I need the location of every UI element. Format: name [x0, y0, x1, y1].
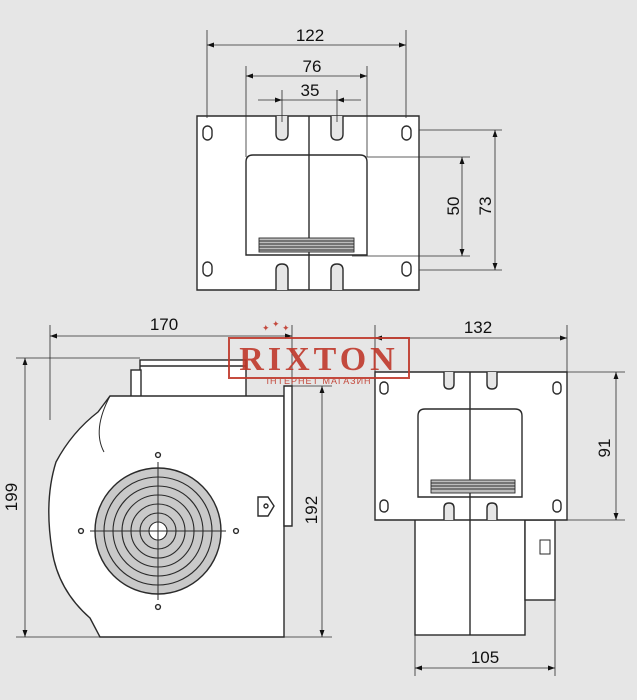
flange-notch-top-right [330, 116, 344, 141]
front-side-box [524, 519, 556, 601]
side-tab-hole [263, 503, 269, 509]
svg-text:✦: ✦ [262, 324, 270, 334]
fan-bolt-left [77, 527, 85, 535]
flange-notch-bottom-left [275, 263, 289, 290]
front-hole-br [552, 499, 562, 513]
front-hole-tr [552, 381, 562, 395]
side-view [48, 359, 293, 638]
flange-opening [245, 154, 368, 256]
fan-impeller [90, 462, 226, 600]
outlet-flange [283, 385, 293, 527]
flange-view [196, 115, 420, 291]
flange-hole-tr [401, 125, 412, 141]
flange-hole-br [401, 261, 412, 277]
dim-front-width: 132 [464, 318, 492, 337]
dim-side-height-total: 199 [2, 483, 21, 511]
dim-front-bottom-width: 105 [471, 648, 499, 667]
svg-text:✦: ✦ [272, 320, 280, 330]
motor-cap [130, 369, 142, 399]
front-notch-top-right [486, 372, 498, 390]
dim-top-height-inner: 50 [444, 197, 463, 216]
front-dimensions [374, 325, 625, 676]
fan-bolt-top [154, 451, 162, 459]
side-dimensions [16, 325, 332, 638]
fan-bolt-right [232, 527, 240, 535]
fan-bolt-bottom [154, 603, 162, 611]
svg-text:✦: ✦ [282, 324, 290, 334]
flange-grille [258, 237, 355, 253]
dim-top-height-outer: 73 [476, 197, 495, 216]
side-tab [257, 496, 275, 517]
front-hole-tl [379, 381, 389, 395]
watermark-brand: RIXTON [239, 341, 398, 378]
front-view [374, 371, 568, 636]
watermark-stars-icon: ✦ ✦ ✦ [262, 320, 290, 334]
front-notch-bottom-left [443, 502, 455, 520]
flange-outline [196, 115, 420, 291]
dim-side-height-body: 192 [302, 496, 321, 524]
flange-hole-bl [202, 261, 213, 277]
flange-dimensions [206, 30, 502, 271]
dim-top-width-middle: 76 [303, 57, 322, 76]
front-flange [374, 371, 568, 521]
flange-notch-bottom-right [330, 263, 344, 290]
dim-top-width-inner: 35 [301, 81, 320, 100]
dim-top-width-outer: 122 [296, 26, 324, 45]
front-notch-bottom-right [486, 502, 498, 520]
front-opening [417, 408, 523, 498]
front-connector [539, 539, 551, 555]
front-hole-bl [379, 499, 389, 513]
watermark-logo: RIXTON ІНТЕРНЕТ МАГАЗИН ✦ ✦ ✦ [228, 320, 410, 386]
watermark-subtitle: ІНТЕРНЕТ МАГАЗИН [266, 376, 371, 386]
dim-side-width: 170 [150, 315, 178, 334]
front-notch-top-left [443, 372, 455, 390]
flange-hole-tl [202, 125, 213, 141]
flange-notch-top-left [275, 116, 289, 141]
front-grille [430, 479, 516, 494]
dim-front-height: 91 [595, 439, 614, 458]
housing-inner-curve [98, 395, 111, 453]
